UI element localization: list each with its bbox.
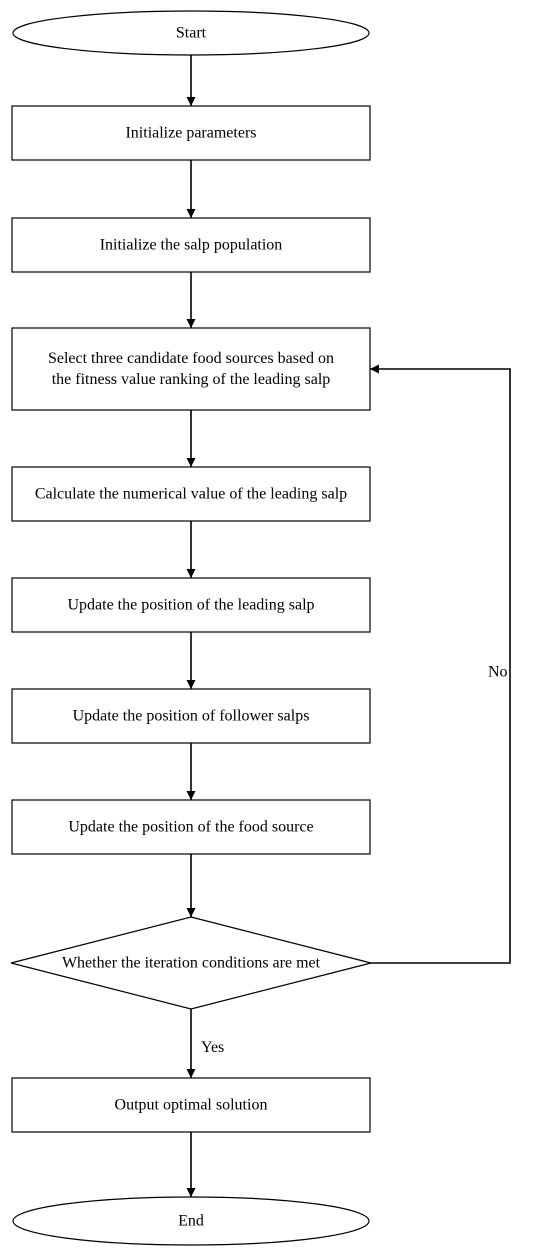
node-start-shape (12, 10, 370, 56)
node-select-food: Select three candidate food sources base… (11, 327, 371, 411)
node-check-iteration-shape (10, 916, 372, 1010)
node-init-population-label-1: Initialize the salp population (100, 237, 283, 254)
node-update-follower: Update the position of follower salps (11, 688, 371, 744)
node-output-shape (11, 1077, 371, 1133)
node-update-food-label-1: Update the position of the food source (68, 819, 313, 836)
node-select-food-label-2: the fitness value ranking of the leading… (52, 371, 331, 388)
node-update-follower-shape (11, 688, 371, 744)
node-calc-leading-shape (11, 466, 371, 522)
node-start: Start (12, 10, 370, 56)
edge-check-iteration-to-select-food (370, 364, 511, 964)
node-check-iteration-label-1: Whether the iteration conditions are met (62, 955, 321, 972)
node-calc-leading: Calculate the numerical value of the lea… (11, 466, 371, 522)
node-update-food: Update the position of the food source (11, 799, 371, 855)
node-update-follower-label-1: Update the position of follower salps (73, 708, 310, 725)
node-output-label-1: Output optimal solution (115, 1097, 268, 1114)
node-end-shape (12, 1196, 370, 1246)
node-init-params: Initialize parameters (11, 105, 371, 161)
node-check-iteration: Whether the iteration conditions are met (10, 916, 372, 1010)
edge-label-yes: Yes (201, 1039, 224, 1056)
node-start-label-1: Start (176, 25, 207, 42)
node-end-label-1: End (178, 1213, 204, 1230)
edge-labels-layer: Yes No (201, 664, 508, 1057)
node-update-leading-shape (11, 577, 371, 633)
node-init-params-shape (11, 105, 371, 161)
node-init-population: Initialize the salp population (11, 217, 371, 273)
node-end: End (12, 1196, 370, 1246)
node-select-food-label-1: Select three candidate food sources base… (48, 350, 334, 367)
node-update-food-shape (11, 799, 371, 855)
node-calc-leading-label-1: Calculate the numerical value of the lea… (35, 486, 347, 503)
edges-layer (186, 55, 511, 1197)
node-init-params-label-1: Initialize parameters (125, 125, 256, 142)
node-output: Output optimal solution (11, 1077, 371, 1133)
edge-label-no: No (488, 664, 508, 681)
node-update-leading: Update the position of the leading salp (11, 577, 371, 633)
node-select-food-shape (11, 327, 371, 411)
node-update-leading-label-1: Update the position of the leading salp (67, 597, 314, 614)
node-init-population-shape (11, 217, 371, 273)
